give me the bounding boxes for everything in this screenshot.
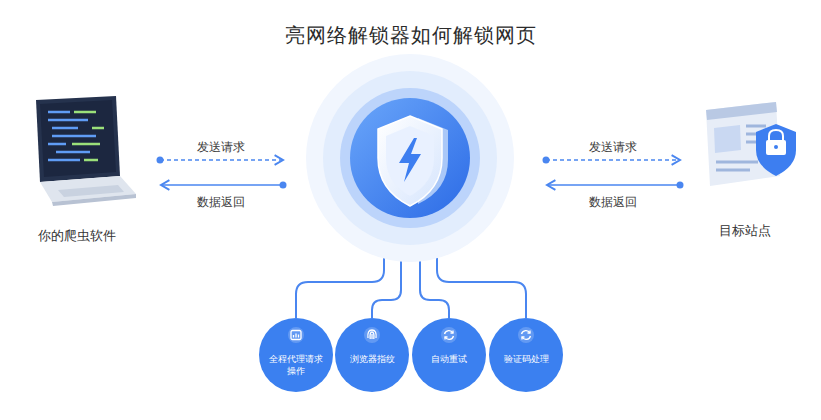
website-illustration xyxy=(756,124,796,176)
unlocker-emblem xyxy=(306,54,514,262)
feature-label: 浏览器指纹 xyxy=(344,354,400,366)
node-label: 你的爬虫软件 xyxy=(38,227,116,245)
arrow-dot xyxy=(157,157,684,189)
arrow-label: 发送请求 xyxy=(195,139,247,156)
unlocker-emblem xyxy=(323,71,497,245)
unlocker-emblem xyxy=(399,138,421,182)
arrow-dot xyxy=(280,182,287,189)
website-illustration xyxy=(706,102,796,186)
website-illustration xyxy=(706,102,777,120)
circle-fill xyxy=(412,318,486,392)
circle-fill xyxy=(489,318,563,392)
feature-circle: 验证码处理 xyxy=(489,318,563,392)
website-illustration xyxy=(714,125,741,153)
circle-fill xyxy=(335,318,409,392)
flow-arrow xyxy=(160,160,680,185)
laptop-illustration xyxy=(58,185,124,197)
circle-fill xyxy=(259,318,333,392)
unlocker-emblem xyxy=(378,116,442,206)
feature-circle: 全程代理请求操作 xyxy=(259,318,333,392)
diagram-title: 亮网络解锁器如何解锁网页 xyxy=(0,22,821,49)
arrow-label: 数据返回 xyxy=(195,194,247,211)
website-illustration xyxy=(769,130,783,140)
flow-arrow xyxy=(546,159,680,161)
laptop-illustration xyxy=(48,112,96,160)
flow-arrow xyxy=(547,184,680,186)
node-label: 目标站点 xyxy=(719,222,771,240)
laptop-illustration xyxy=(72,112,104,160)
laptop-illustration xyxy=(36,96,120,182)
arrow-label: 数据返回 xyxy=(587,194,639,211)
feature-icon xyxy=(441,327,457,343)
feature-label: 全程代理请求操作 xyxy=(268,354,324,377)
feature-icon xyxy=(364,327,380,343)
unlocker-emblem xyxy=(386,126,434,196)
feature-circle: 浏览器指纹 xyxy=(335,318,409,392)
feature-circle: 自动重试 xyxy=(412,318,486,392)
flow-arrow xyxy=(161,184,283,186)
laptop-illustration xyxy=(40,100,116,177)
website-illustration xyxy=(766,140,786,155)
feature-label: 验证码处理 xyxy=(498,354,554,366)
arrow-dot xyxy=(543,157,550,164)
arrow-label: 发送请求 xyxy=(587,139,639,156)
arrow-dot xyxy=(677,182,684,189)
arrow-dot xyxy=(157,157,164,164)
unlocker-emblem xyxy=(340,88,480,228)
feature-icon xyxy=(518,327,534,343)
feature-icon xyxy=(288,327,304,343)
target-site: 目标站点 xyxy=(685,95,805,240)
laptop-illustration xyxy=(36,96,136,206)
flow-arrow xyxy=(160,159,283,161)
website-illustration xyxy=(774,145,778,149)
feature-label: 自动重试 xyxy=(421,354,477,366)
unlocker-emblem xyxy=(350,98,470,218)
unlocker-emblem xyxy=(306,54,514,262)
client-software: 你的爬虫软件 xyxy=(12,95,142,245)
